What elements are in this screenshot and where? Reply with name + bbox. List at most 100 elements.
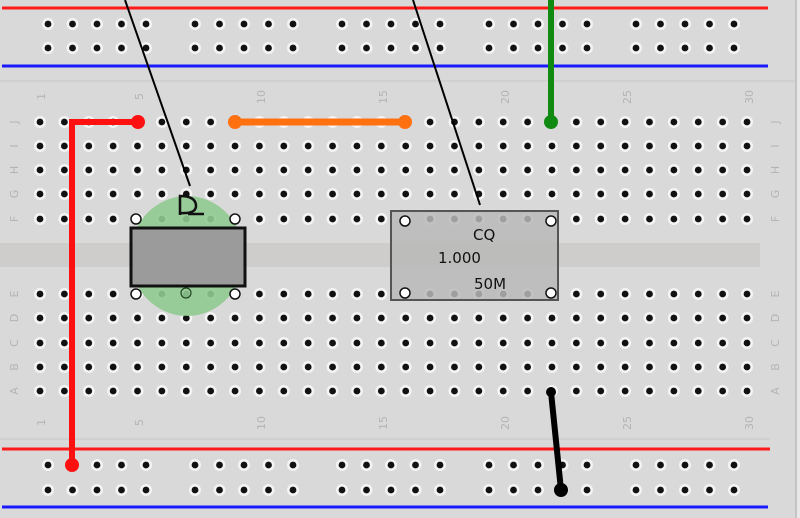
hole-center: [694, 215, 702, 223]
hole-center: [597, 339, 605, 347]
row-label: J: [8, 120, 21, 124]
green-wire[interactable]: [544, 0, 558, 129]
black-lead-wire[interactable]: [412, 0, 481, 206]
potentiometer[interactable]: [129, 194, 247, 316]
hole-center: [280, 215, 288, 223]
orange-wire[interactable]: [228, 115, 412, 129]
hole-center: [572, 387, 580, 395]
pin-icon: [229, 288, 241, 300]
hole-center: [559, 44, 566, 52]
hole-center: [265, 44, 272, 52]
hole-center: [534, 44, 542, 52]
hole-center: [109, 339, 117, 347]
red-wire[interactable]: [65, 115, 145, 472]
hole-center: [743, 387, 751, 395]
pin-icon: [545, 287, 557, 299]
wire-end[interactable]: [228, 115, 242, 129]
hole-center: [694, 387, 702, 395]
wire-end[interactable]: [554, 483, 568, 497]
black-wire[interactable]: [546, 387, 568, 497]
hole-center: [377, 363, 385, 371]
hole-center: [134, 363, 141, 371]
hole-center: [706, 20, 713, 28]
wire-end[interactable]: [131, 115, 145, 129]
hole-center: [85, 387, 93, 395]
column-label: 20: [499, 416, 512, 430]
hole-center: [451, 166, 458, 174]
column-label: 10: [255, 416, 268, 430]
hole-center: [706, 461, 713, 469]
hole-center: [436, 486, 444, 494]
hole-center: [134, 190, 141, 198]
hole-center: [681, 461, 689, 469]
hole-center: [191, 486, 199, 494]
hole-center: [142, 20, 150, 28]
hole-center: [36, 339, 44, 347]
hole-center: [524, 118, 531, 126]
hole-center: [559, 20, 566, 28]
hole-center: [36, 118, 44, 126]
hole-center: [44, 461, 52, 469]
hole-center: [475, 142, 483, 150]
hole-center: [621, 118, 629, 126]
wire-end[interactable]: [544, 115, 558, 129]
hole-center: [207, 142, 215, 150]
hole-center: [280, 363, 288, 371]
hole-center: [134, 387, 141, 395]
red-wire-path[interactable]: [69, 119, 138, 465]
column-label: 1: [35, 419, 48, 426]
hole-center: [142, 486, 150, 494]
hole-center: [93, 486, 101, 494]
hole-center: [475, 339, 483, 347]
row-label: J: [769, 120, 782, 124]
hole-center: [280, 142, 288, 150]
hole-center: [353, 142, 361, 150]
row-label: D: [8, 314, 21, 322]
wire-end[interactable]: [546, 387, 556, 397]
hole-center: [158, 142, 166, 150]
hole-center: [646, 363, 653, 371]
hole-center: [231, 363, 239, 371]
hole-center: [256, 215, 263, 223]
black-wire-path[interactable]: [548, 391, 564, 491]
hole-center: [719, 142, 727, 150]
black-lead-wire[interactable]: [124, 0, 191, 187]
hole-center: [353, 290, 361, 298]
hole-center: [485, 20, 493, 28]
hole-center: [280, 166, 288, 174]
hole-center: [93, 44, 101, 52]
hole-center: [670, 166, 678, 174]
hole-center: [597, 314, 605, 322]
row-label: F: [769, 216, 782, 222]
hole-center: [485, 486, 493, 494]
hole-center: [632, 44, 640, 52]
row-label: H: [8, 166, 21, 174]
hole-center: [730, 44, 738, 52]
hole-center: [743, 363, 751, 371]
hole-center: [256, 363, 263, 371]
hole-center: [280, 387, 288, 395]
hole-center: [182, 387, 190, 395]
hole-center: [280, 190, 288, 198]
hole-center: [93, 20, 101, 28]
column-label: 5: [133, 419, 146, 426]
hole-center: [583, 44, 591, 52]
crystal-oscillator[interactable]: CQ 1.000 50M: [390, 210, 559, 301]
hole-center: [572, 339, 580, 347]
hole-center: [329, 314, 336, 322]
hole-center: [118, 20, 125, 28]
row-label: B: [8, 363, 21, 371]
hole-center: [353, 314, 361, 322]
hole-center: [475, 118, 483, 126]
wire-end[interactable]: [398, 115, 412, 129]
hole-center: [109, 363, 117, 371]
hole-center: [134, 314, 141, 322]
hole-center: [265, 486, 272, 494]
wire-end[interactable]: [65, 458, 79, 472]
row-label: A: [769, 387, 782, 395]
hole-center: [191, 44, 199, 52]
hole-center: [142, 461, 150, 469]
hole-center: [426, 190, 434, 198]
